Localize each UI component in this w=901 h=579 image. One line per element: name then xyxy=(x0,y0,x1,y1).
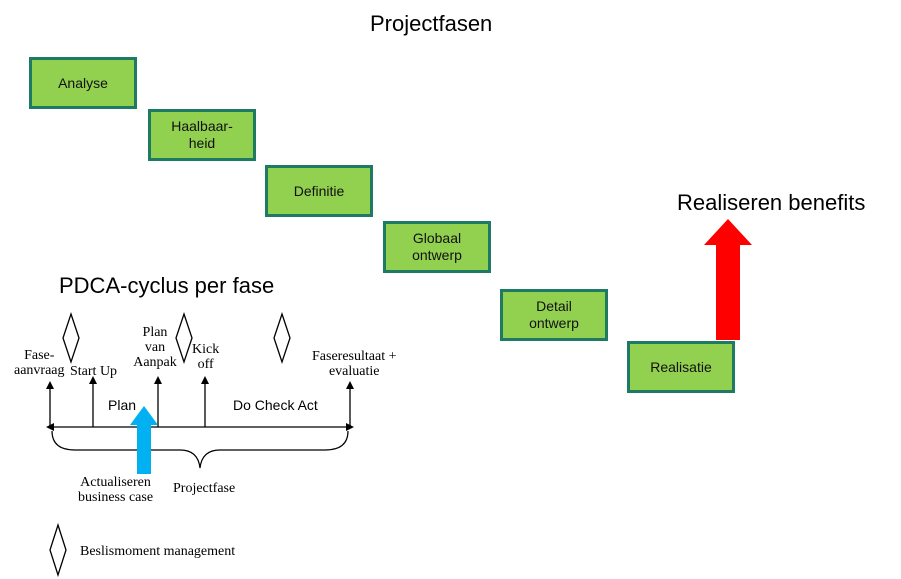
legend-label: Beslismoment management xyxy=(80,544,236,559)
label-kick-off: Kick off xyxy=(192,342,220,372)
decision-diamond-1 xyxy=(62,311,80,365)
label-do-check-act: Do Check Act xyxy=(233,397,318,413)
label-plan: Plan xyxy=(108,397,137,413)
phase-globaal-ontwerp: Globaal ontwerp xyxy=(383,221,491,273)
label-actualiseren-business-case: Actualiseren business case xyxy=(78,475,154,505)
label-faseresultaat: Faseresultaat + evaluatie xyxy=(312,349,397,379)
phase-definitie: Definitie xyxy=(265,165,373,217)
decision-diamond-3 xyxy=(273,311,291,365)
legend-diamond xyxy=(49,522,67,578)
business-case-arrow xyxy=(130,406,158,474)
pdca-title: PDCA-cyclus per fase xyxy=(59,273,275,298)
decision-diamond-2 xyxy=(175,311,193,365)
benefits-arrow xyxy=(704,219,752,340)
phase-detail-ontwerp: Detail ontwerp xyxy=(500,289,608,341)
phase-realisatie: Realisatie xyxy=(627,341,735,393)
phase-haalbaarheid: Haalbaar- heid xyxy=(148,109,256,161)
label-projectfase: Projectfase xyxy=(173,481,236,496)
label-fase-aanvraag: Fase- aanvraag xyxy=(14,348,65,378)
benefits-label: Realiseren benefits xyxy=(677,190,866,215)
label-start-up: Start Up xyxy=(70,364,118,379)
diagram-title: Projectfasen xyxy=(370,11,493,36)
phase-analyse: Analyse xyxy=(29,57,137,109)
label-plan-van-aanpak: Plan van Aanpak xyxy=(133,325,177,370)
projectfase-brace xyxy=(51,430,349,469)
